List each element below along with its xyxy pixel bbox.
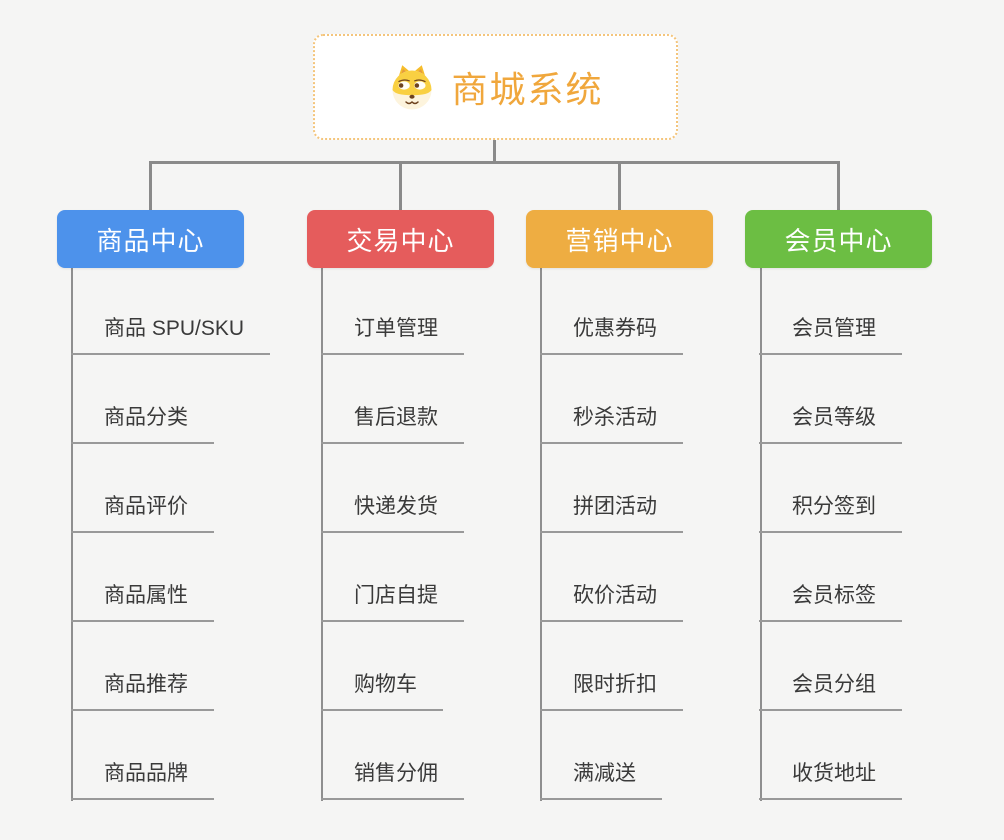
root-node-title: 商城系统 <box>451 69 604 110</box>
branch-label: 营销中心 <box>565 225 674 256</box>
leaf-node[interactable]: 砍价活动 <box>540 576 683 622</box>
leaf-node[interactable]: 订单管理 <box>321 309 464 355</box>
leaf-node[interactable]: 销售分佣 <box>321 754 464 800</box>
branch-drop-line <box>837 161 840 210</box>
branch-drop-line <box>618 161 621 210</box>
branch-spine-line <box>760 268 762 801</box>
branch-label: 交易中心 <box>346 225 455 256</box>
leaf-node[interactable]: 收货地址 <box>759 754 902 800</box>
branch-drop-line <box>399 161 402 210</box>
leaf-node[interactable]: 门店自提 <box>321 576 464 622</box>
leaf-node[interactable]: 秒杀活动 <box>540 398 683 444</box>
branch-node-trade-center[interactable]: 交易中心 <box>307 210 494 268</box>
leaf-node[interactable]: 购物车 <box>321 665 443 711</box>
leaf-node[interactable]: 商品推荐 <box>71 665 214 711</box>
leaf-node[interactable]: 优惠券码 <box>540 309 683 355</box>
leaf-node[interactable]: 满减送 <box>540 754 662 800</box>
leaf-node[interactable]: 会员标签 <box>759 576 902 622</box>
dog-face-icon <box>392 65 432 110</box>
branch-spine-line <box>321 268 323 801</box>
branch-node-product-center[interactable]: 商品中心 <box>57 210 244 268</box>
branch-node-member-center[interactable]: 会员中心 <box>745 210 932 268</box>
branch-label: 商品中心 <box>96 225 205 256</box>
leaf-node[interactable]: 商品评价 <box>71 487 214 533</box>
leaf-node[interactable]: 商品品牌 <box>71 754 214 800</box>
leaf-node[interactable]: 限时折扣 <box>540 665 683 711</box>
leaf-node[interactable]: 商品属性 <box>71 576 214 622</box>
leaf-node[interactable]: 售后退款 <box>321 398 464 444</box>
branch-spine-line <box>540 268 542 801</box>
leaf-node[interactable]: 商品 SPU/SKU <box>71 309 271 355</box>
branch-drop-line <box>149 161 152 210</box>
leaf-node[interactable]: 会员等级 <box>759 398 902 444</box>
leaf-node[interactable]: 会员管理 <box>759 309 902 355</box>
branch-bus-line <box>149 161 840 164</box>
leaf-node[interactable]: 商品分类 <box>71 398 214 444</box>
leaf-node[interactable]: 快递发货 <box>321 487 464 533</box>
branch-spine-line <box>71 268 73 801</box>
leaf-node[interactable]: 积分签到 <box>759 487 902 533</box>
leaf-node[interactable]: 会员分组 <box>759 665 902 711</box>
root-connector-line <box>493 140 496 162</box>
root-node-mall-system[interactable]: 商城系统 <box>313 34 678 140</box>
branch-label: 会员中心 <box>784 225 893 256</box>
branch-node-marketing-center[interactable]: 营销中心 <box>526 210 713 268</box>
leaf-node[interactable]: 拼团活动 <box>540 487 683 533</box>
